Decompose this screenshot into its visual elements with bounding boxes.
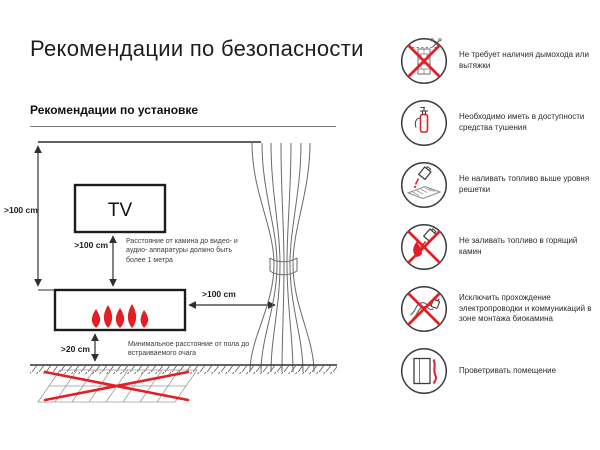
tv-label: TV — [108, 200, 133, 221]
recommendation-text: Исключить прохождение электропроводки и … — [459, 293, 592, 324]
recommendation-text: Проветривать помещение — [459, 365, 557, 375]
recommendation-text: Необходимо иметь в доступности средства … — [459, 112, 585, 132]
tv-distance-note: Расстояние от камина до видео- и аудио- … — [126, 238, 238, 264]
recommendation-text: Не требует наличия дымохода или вытяжки — [459, 50, 589, 70]
rug-cross-icon — [43, 370, 190, 402]
curtain — [249, 142, 315, 373]
floor-distance-note: Минимальное расстояние от пола до встраи… — [128, 341, 250, 358]
recommendation-text: Не заливать топливо в горящий камин — [459, 236, 578, 256]
no-chimney-icon — [400, 37, 448, 85]
installation-diagram: TV — [30, 141, 337, 403]
recommendations-list: Не требует наличия дымохода или вытяжки … — [399, 36, 597, 396]
no-refuel-burning-icon — [400, 223, 448, 271]
floor-dimension-label: >20 cm — [60, 344, 90, 354]
page-title: Рекомендации по безопасности — [30, 36, 364, 61]
recommendation-item: Не заливать топливо в горящий камин — [399, 222, 597, 272]
recommendation-item: Необходимо иметь в доступности средства … — [399, 98, 597, 148]
wall-dimension-label: >100 cm — [4, 205, 38, 215]
no-overfill-icon — [400, 161, 448, 209]
extinguisher-icon — [400, 99, 448, 147]
tv-screen — [73, 183, 167, 234]
installation-section-title: Рекомендации по установке — [30, 103, 336, 127]
flames-icon — [91, 304, 149, 328]
recommendation-item: Проветривать помещение — [399, 346, 597, 396]
recommendation-item: Не требует наличия дымохода или вытяжки — [399, 36, 597, 86]
curtain-dimension-label: >100 cm — [202, 289, 236, 299]
ventilate-icon — [400, 347, 448, 395]
recommendation-text: Не наливать топливо выше уровня решетки — [459, 174, 590, 194]
recommendation-item: Исключить прохождение электропроводки и … — [399, 284, 597, 334]
recommendation-item: Не наливать топливо выше уровня решетки — [399, 160, 597, 210]
no-wiring-icon — [400, 285, 448, 333]
tv-dimension-label: >100 cm — [74, 240, 108, 250]
